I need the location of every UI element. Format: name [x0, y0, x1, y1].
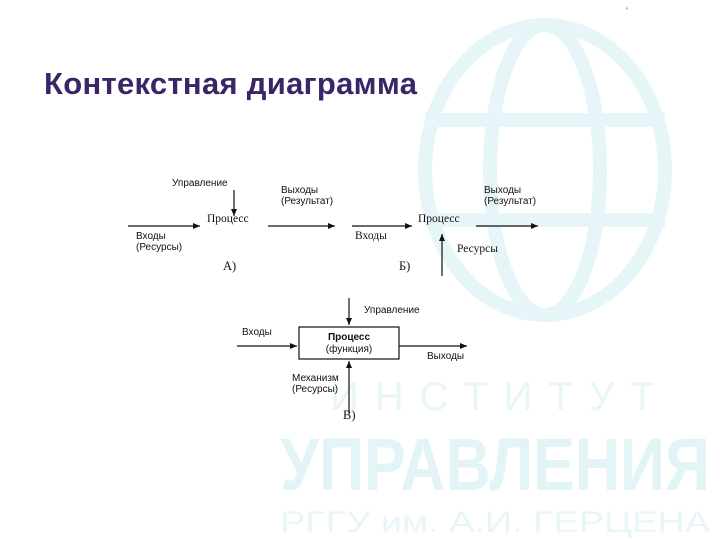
- a-inputs-sub-label: (Ресурсы): [136, 242, 183, 253]
- a-caption: А): [223, 259, 237, 273]
- watermark-line1: ИНСТИТУТ: [330, 375, 671, 419]
- c-process-label: Процесс: [327, 332, 371, 343]
- diagram-c: [237, 298, 467, 413]
- c-inputs-label: Входы: [242, 327, 272, 338]
- a-outputs-label: Выходы: [281, 185, 319, 196]
- c-caption: В): [343, 408, 356, 422]
- c-mechanism-label: Механизм: [292, 373, 339, 384]
- a-outputs-sub-label: (Результат): [281, 196, 334, 207]
- page-title: Контекстная диаграмма: [44, 66, 418, 101]
- a-process-label: Процесс: [207, 213, 249, 225]
- globe-watermark-icon: [418, 18, 672, 322]
- watermark-line3: РГГУ им. А.И. ГЕРЦЕНА: [280, 506, 710, 539]
- c-outputs-label: Выходы: [427, 351, 465, 362]
- a-inputs-label: Входы: [136, 231, 166, 242]
- watermark-line2: УПРАВЛЕНИЯ: [280, 423, 710, 506]
- diagram-a: [128, 190, 335, 229]
- c-mechanism-sub-label: (Ресурсы): [292, 384, 339, 395]
- b-resources-label: Ресурсы: [457, 243, 498, 255]
- b-inputs-label: Входы: [355, 230, 387, 242]
- c-control-label: Управление: [364, 305, 420, 316]
- corner-mark: ': [626, 6, 628, 16]
- a-control-label: Управление: [172, 178, 228, 189]
- b-outputs-sub-label: (Результат): [484, 196, 537, 207]
- b-outputs-label: Выходы: [484, 185, 522, 196]
- diagram-b: [352, 223, 538, 276]
- c-process-box: [298, 326, 400, 360]
- c-process-sub-label: (функция): [325, 344, 373, 355]
- b-process-label: Процесс: [418, 213, 460, 225]
- b-caption: Б): [399, 259, 411, 273]
